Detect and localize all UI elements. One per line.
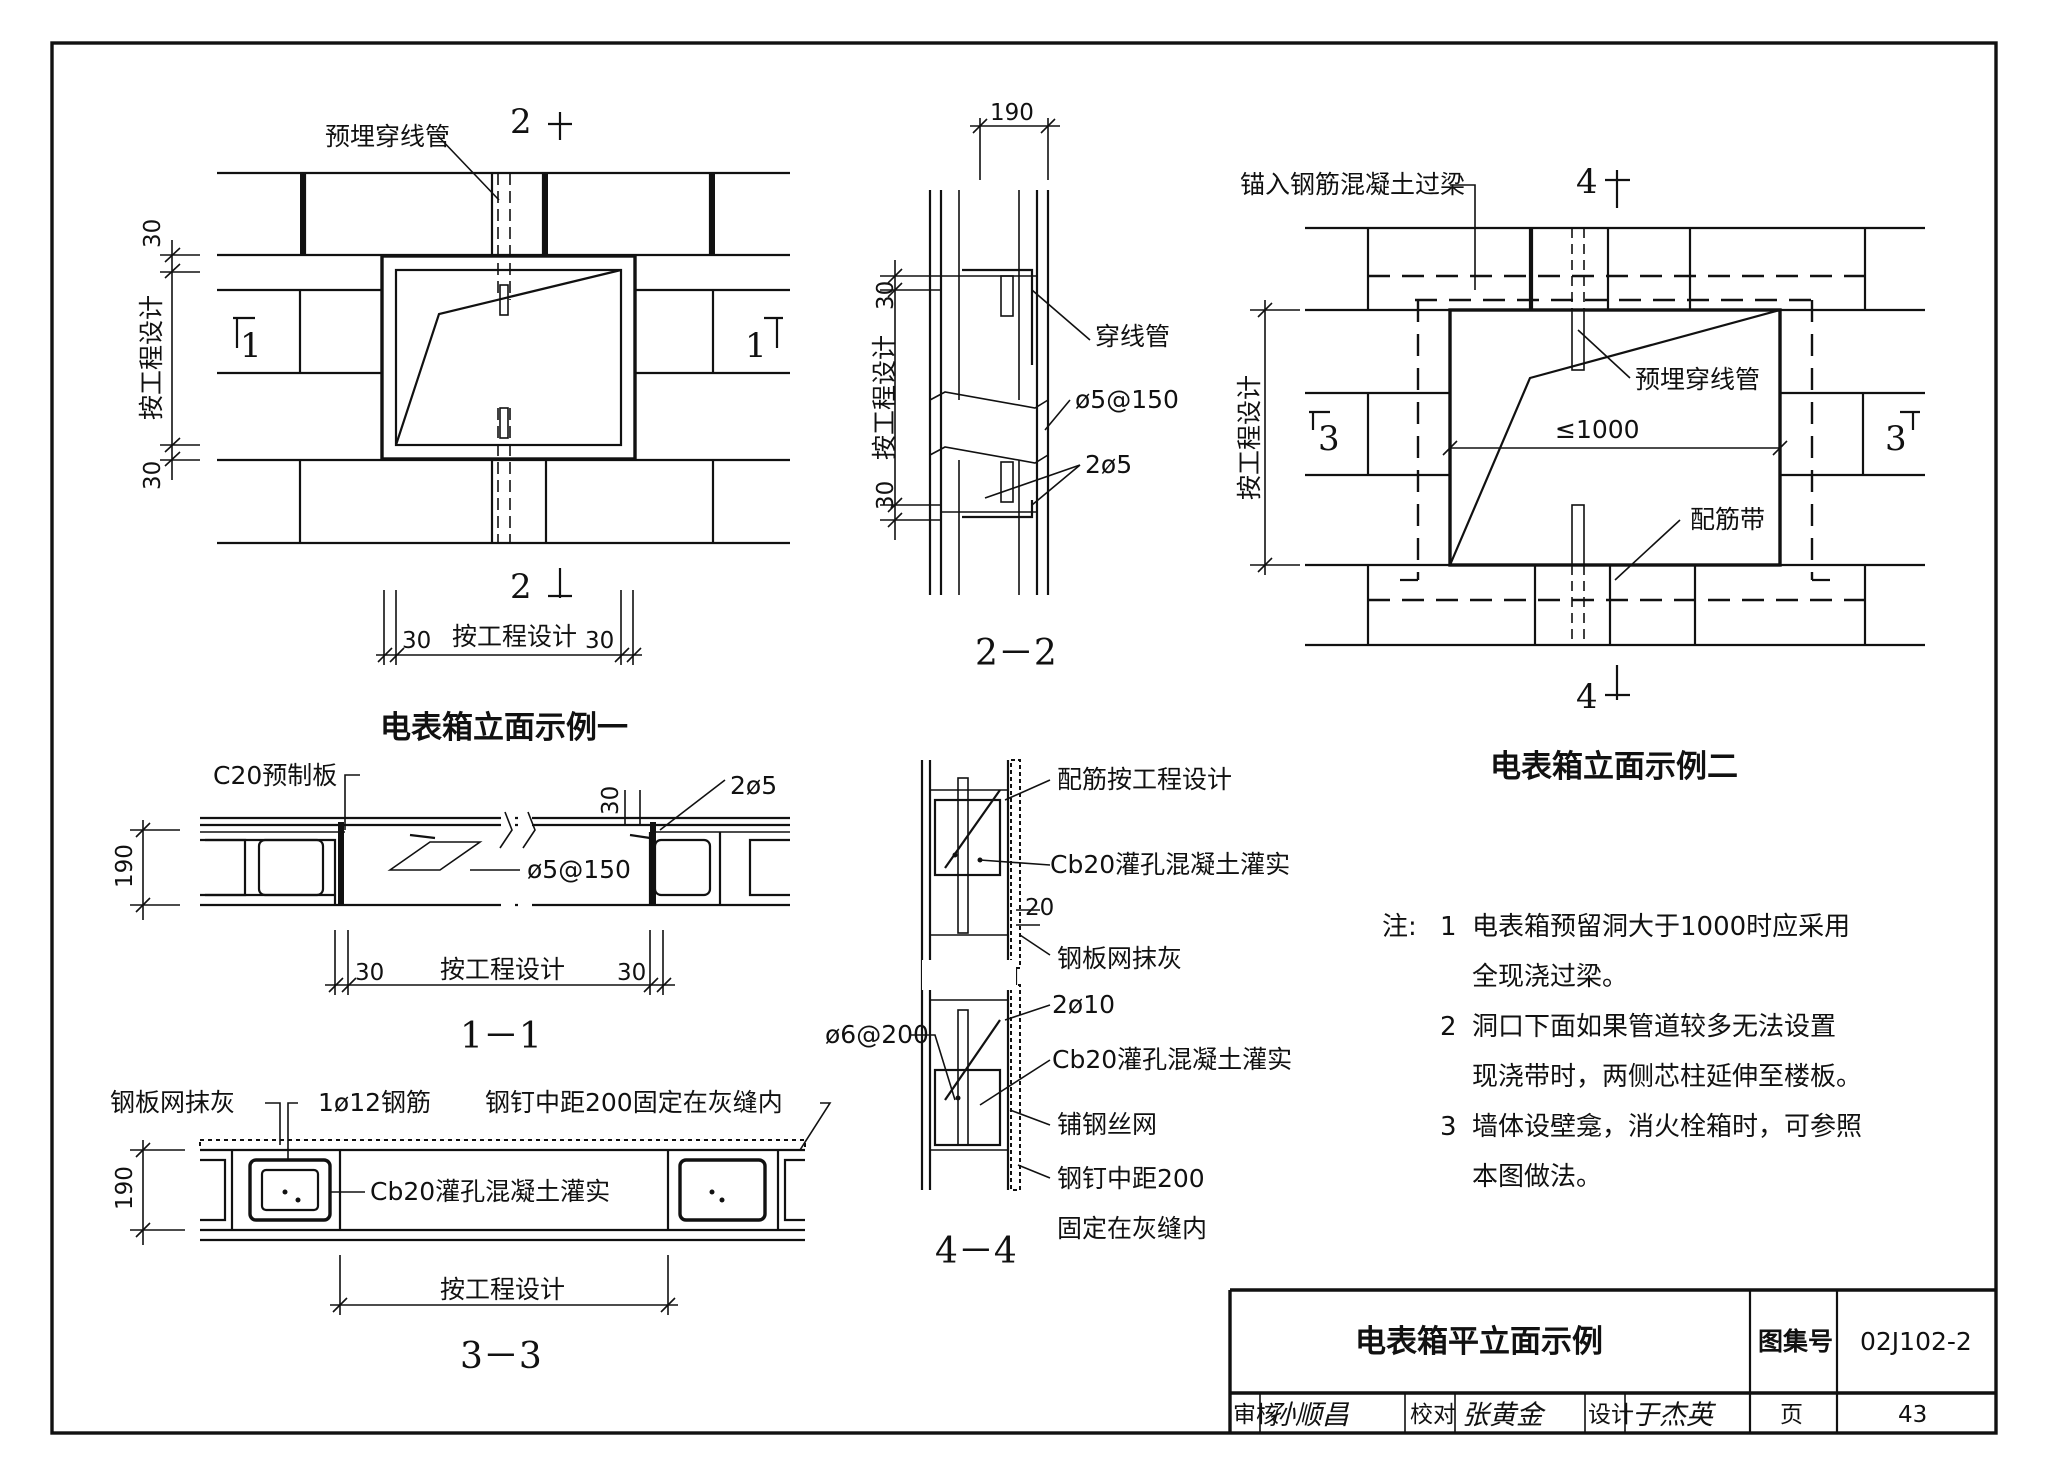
ex2-sec3-left-mark: 3 [1318, 419, 1340, 459]
ex1-dim-w-left: 30 [402, 628, 431, 654]
s22-dim-bottom: 30 [873, 481, 899, 510]
ex1-dim-top: 30 [140, 219, 166, 248]
ex2-sec3-right-mark: 3 [1885, 419, 1907, 459]
s44-caption: 4－4 [935, 1231, 1017, 1272]
checker-signature: 张黄金 [1462, 1400, 1546, 1431]
s33-dim-w: 按工程设计 [440, 1275, 565, 1304]
note-2-line-a: 洞口下面如果管道较多无法设置 [1472, 1012, 1836, 1042]
page-label: 页 [1780, 1402, 1803, 1428]
s44-nail2-label: 固定在灰缝内 [1057, 1214, 1207, 1243]
section-4-4 [910, 759, 1051, 1191]
section-2-2 [880, 118, 1091, 595]
s44-wire-label: 铺钢丝网 [1057, 1110, 1157, 1139]
page-number: 43 [1898, 1402, 1927, 1428]
s11-dim-w-right: 30 [617, 960, 646, 986]
s44-stirrup-label: ø6@200 [825, 1020, 929, 1049]
s44-bars-label: 2ø10 [1052, 990, 1115, 1019]
s44-dim-20: 20 [1025, 895, 1054, 921]
s11-dim-w-mid: 按工程设计 [440, 955, 565, 984]
ex2-lintel-label: 锚入钢筋混凝土过梁 [1240, 170, 1465, 199]
note-3-num: 3 [1440, 1112, 1457, 1142]
ex2-span-label: ≤1000 [1555, 415, 1640, 444]
note-1-line-a: 电表箱预留洞大于1000时应采用 [1472, 912, 1850, 942]
note-2-num: 2 [1440, 1012, 1457, 1042]
s44-grout1-label: Cb20灌孔混凝土灌实 [1050, 850, 1290, 879]
ex1-dim-w-mid: 按工程设计 [452, 622, 577, 651]
ex1-sec1-left-mark: 1 [240, 326, 262, 366]
s33-grout-label: Cb20灌孔混凝土灌实 [370, 1177, 610, 1206]
s22-caption: 2－2 [975, 633, 1057, 674]
s33-nail-label: 钢钉中距200固定在灰缝内 [485, 1088, 783, 1117]
note-2-line-b: 现浇带时，两侧芯柱延伸至楼板。 [1472, 1062, 1862, 1092]
section-3-3 [130, 1102, 832, 1315]
design-label: 设计 [1588, 1402, 1634, 1428]
s11-slab-label: C20预制板 [213, 761, 337, 790]
ex2-caption: 电表箱立面示例二 [1490, 749, 1738, 785]
s44-mesh-label: 钢板网抹灰 [1057, 944, 1182, 973]
title-block [1228, 1288, 1996, 1433]
sheet-title: 电表箱平立面示例 [1355, 1324, 1603, 1360]
ex2-band-label: 配筋带 [1690, 505, 1765, 534]
note-1-line-b: 全现浇过梁。 [1472, 962, 1628, 992]
check-label: 校对 [1410, 1402, 1456, 1428]
s11-bars-label: 2ø5 [730, 771, 777, 800]
s22-rebar-label: ø5@150 [1075, 385, 1179, 414]
s33-mesh-label: 钢板网抹灰 [110, 1088, 235, 1117]
ex1-sec1-right-mark: 1 [745, 326, 767, 366]
reviewer-signature: 孙顺昌 [1268, 1400, 1350, 1431]
s11-dim-thk: 30 [598, 786, 624, 815]
ex1-sec2-top-mark: 2 [510, 102, 532, 142]
note-3-line-b: 本图做法。 [1472, 1162, 1602, 1192]
elevation-example-1 [160, 112, 790, 665]
sheet-border [50, 41, 1998, 1435]
review-label: 审核 [1233, 1402, 1279, 1428]
s11-dim-w-left: 30 [355, 960, 384, 986]
elevation-example-2 [1250, 170, 1925, 700]
note-1-num: 1 [1440, 912, 1457, 942]
s11-caption: 1－1 [460, 1016, 542, 1057]
ex2-dim-height: 按工程设计 [1235, 375, 1264, 500]
ex1-dim-w-right: 30 [585, 628, 614, 654]
atlas-number: 02J102-2 [1860, 1327, 1972, 1356]
s33-bar-label: 1ø12钢筋 [318, 1088, 431, 1117]
atlas-label: 图集号 [1758, 1327, 1833, 1356]
s11-rebar-label: ø5@150 [527, 855, 631, 884]
ex1-dim-bottom: 30 [140, 461, 166, 490]
s22-pipe-label: 穿线管 [1095, 322, 1170, 351]
ex2-pipe-label: 预埋穿线管 [1635, 365, 1760, 394]
s44-grout2-label: Cb20灌孔混凝土灌实 [1052, 1045, 1292, 1074]
note-3-line-a: 墙体设壁龛，消火栓箱时，可参照 [1472, 1112, 1862, 1142]
s22-dim-height: 按工程设计 [870, 335, 899, 460]
s22-bars-label: 2ø5 [1085, 450, 1132, 479]
section-1-1 [130, 774, 790, 995]
notes-head: 注: [1382, 912, 1417, 942]
ex2-sec4-top-mark: 4 [1576, 162, 1598, 202]
s11-dim-h: 190 [112, 844, 138, 888]
s44-rebar-design-label: 配筋按工程设计 [1057, 765, 1232, 794]
ex2-sec4-bottom-mark: 4 [1576, 677, 1598, 717]
s44-nail1-label: 钢钉中距200 [1057, 1164, 1205, 1193]
ex1-pipe-label: 预埋穿线管 [325, 122, 450, 151]
ex1-dim-height: 按工程设计 [137, 295, 166, 420]
s22-dim-width: 190 [990, 100, 1034, 126]
s33-dim-h: 190 [112, 1166, 138, 1210]
ex1-sec2-bottom-mark: 2 [510, 567, 532, 607]
s33-caption: 3－3 [460, 1336, 542, 1377]
s22-dim-top: 30 [873, 281, 899, 310]
ex1-caption: 电表箱立面示例一 [380, 710, 628, 746]
designer-signature: 于杰英 [1632, 1400, 1717, 1431]
